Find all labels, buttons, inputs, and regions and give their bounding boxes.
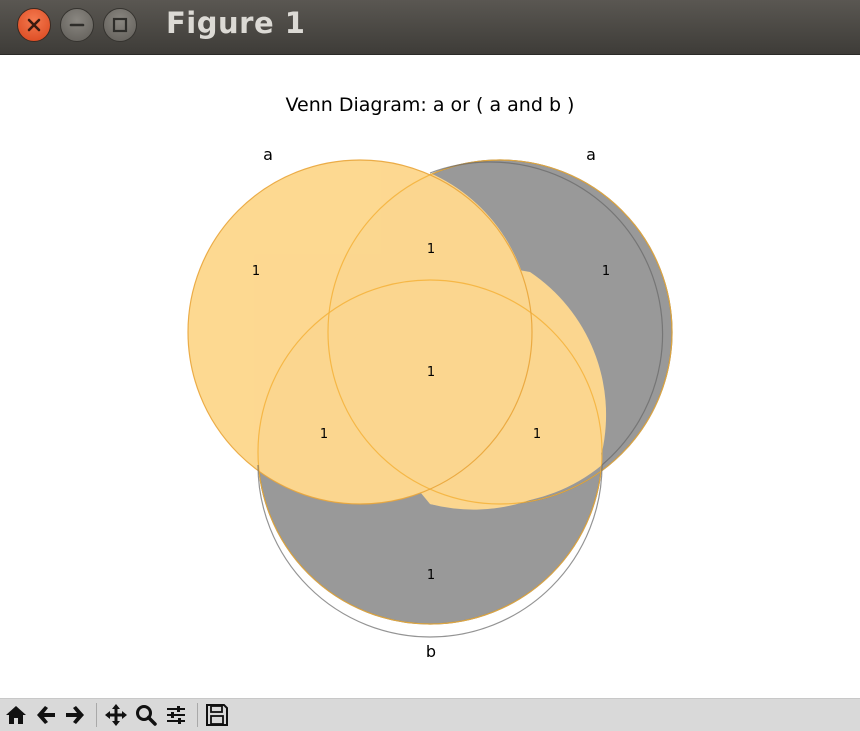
zoom-button[interactable] (133, 702, 159, 728)
edge-a-right-outer (429, 161, 664, 466)
save-button[interactable] (204, 702, 230, 728)
outline-circle-a-right (327, 159, 673, 505)
edge-b-outer (257, 464, 603, 638)
set-label-top-left: a (263, 145, 273, 164)
region-label-a-right-only: 1 (602, 264, 610, 279)
region-label-b-only: 1 (427, 568, 435, 583)
configure-subplots-icon (167, 706, 185, 724)
home-icon (6, 706, 26, 724)
figure-canvas: Venn Diagram: a or ( a and b ) a a b 1 1… (0, 55, 860, 698)
save-icon (206, 704, 228, 726)
close-button[interactable] (17, 8, 51, 42)
pan-button[interactable] (103, 702, 129, 728)
forward-button[interactable] (62, 702, 88, 728)
region-label-a-and-b: 1 (320, 427, 328, 442)
set-label-top-right: a (586, 145, 596, 164)
minimize-icon (69, 23, 85, 27)
window-title: Figure 1 (166, 6, 306, 40)
zoom-icon (136, 705, 157, 726)
region-label-a-right-and-b: 1 (533, 427, 541, 442)
pan-icon (105, 704, 127, 726)
back-button[interactable] (33, 702, 59, 728)
maximize-icon (112, 17, 128, 33)
back-icon (37, 706, 55, 724)
outline-circle-b (257, 279, 603, 625)
set-label-bottom: b (426, 642, 436, 661)
toolbar-separator (197, 703, 198, 727)
region-label-a-and-a-right: 1 (427, 242, 435, 257)
forward-icon (66, 706, 84, 724)
minimize-button[interactable] (60, 8, 94, 42)
region-label-a-only: 1 (252, 264, 260, 279)
figure-title: Venn Diagram: a or ( a and b ) (286, 94, 575, 116)
configure-subplots-button[interactable] (163, 702, 189, 728)
maximize-button[interactable] (103, 8, 137, 42)
home-button[interactable] (3, 702, 29, 728)
highlight-region-fill (430, 173, 602, 508)
close-icon (27, 18, 41, 32)
venn-diagram: Venn Diagram: a or ( a and b ) a a b 1 1… (187, 94, 673, 661)
outline-circle-a-left (187, 159, 533, 505)
region-label-center: 1 (427, 365, 435, 380)
window-titlebar: Figure 1 (0, 0, 860, 55)
toolbar-separator (96, 703, 97, 727)
navigation-toolbar (0, 698, 860, 731)
